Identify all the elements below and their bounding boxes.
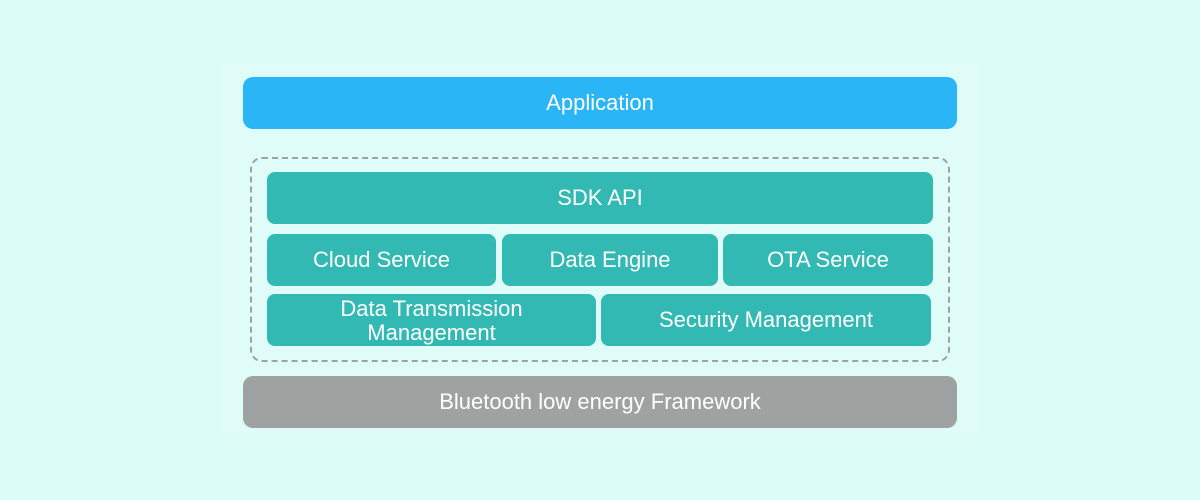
application-layer: Application bbox=[243, 77, 957, 129]
sdk-api-layer: SDK API bbox=[267, 172, 933, 224]
cloud-service-module: Cloud Service bbox=[267, 234, 496, 286]
ota-service-module: OTA Service bbox=[723, 234, 933, 286]
data-transmission-management-module: Data Transmission Management bbox=[267, 294, 596, 346]
security-management-module: Security Management bbox=[601, 294, 931, 346]
data-engine-module: Data Engine bbox=[502, 234, 718, 286]
sdk-group-border bbox=[250, 157, 950, 362]
bluetooth-low-energy-framework-layer: Bluetooth low energy Framework bbox=[243, 376, 957, 428]
